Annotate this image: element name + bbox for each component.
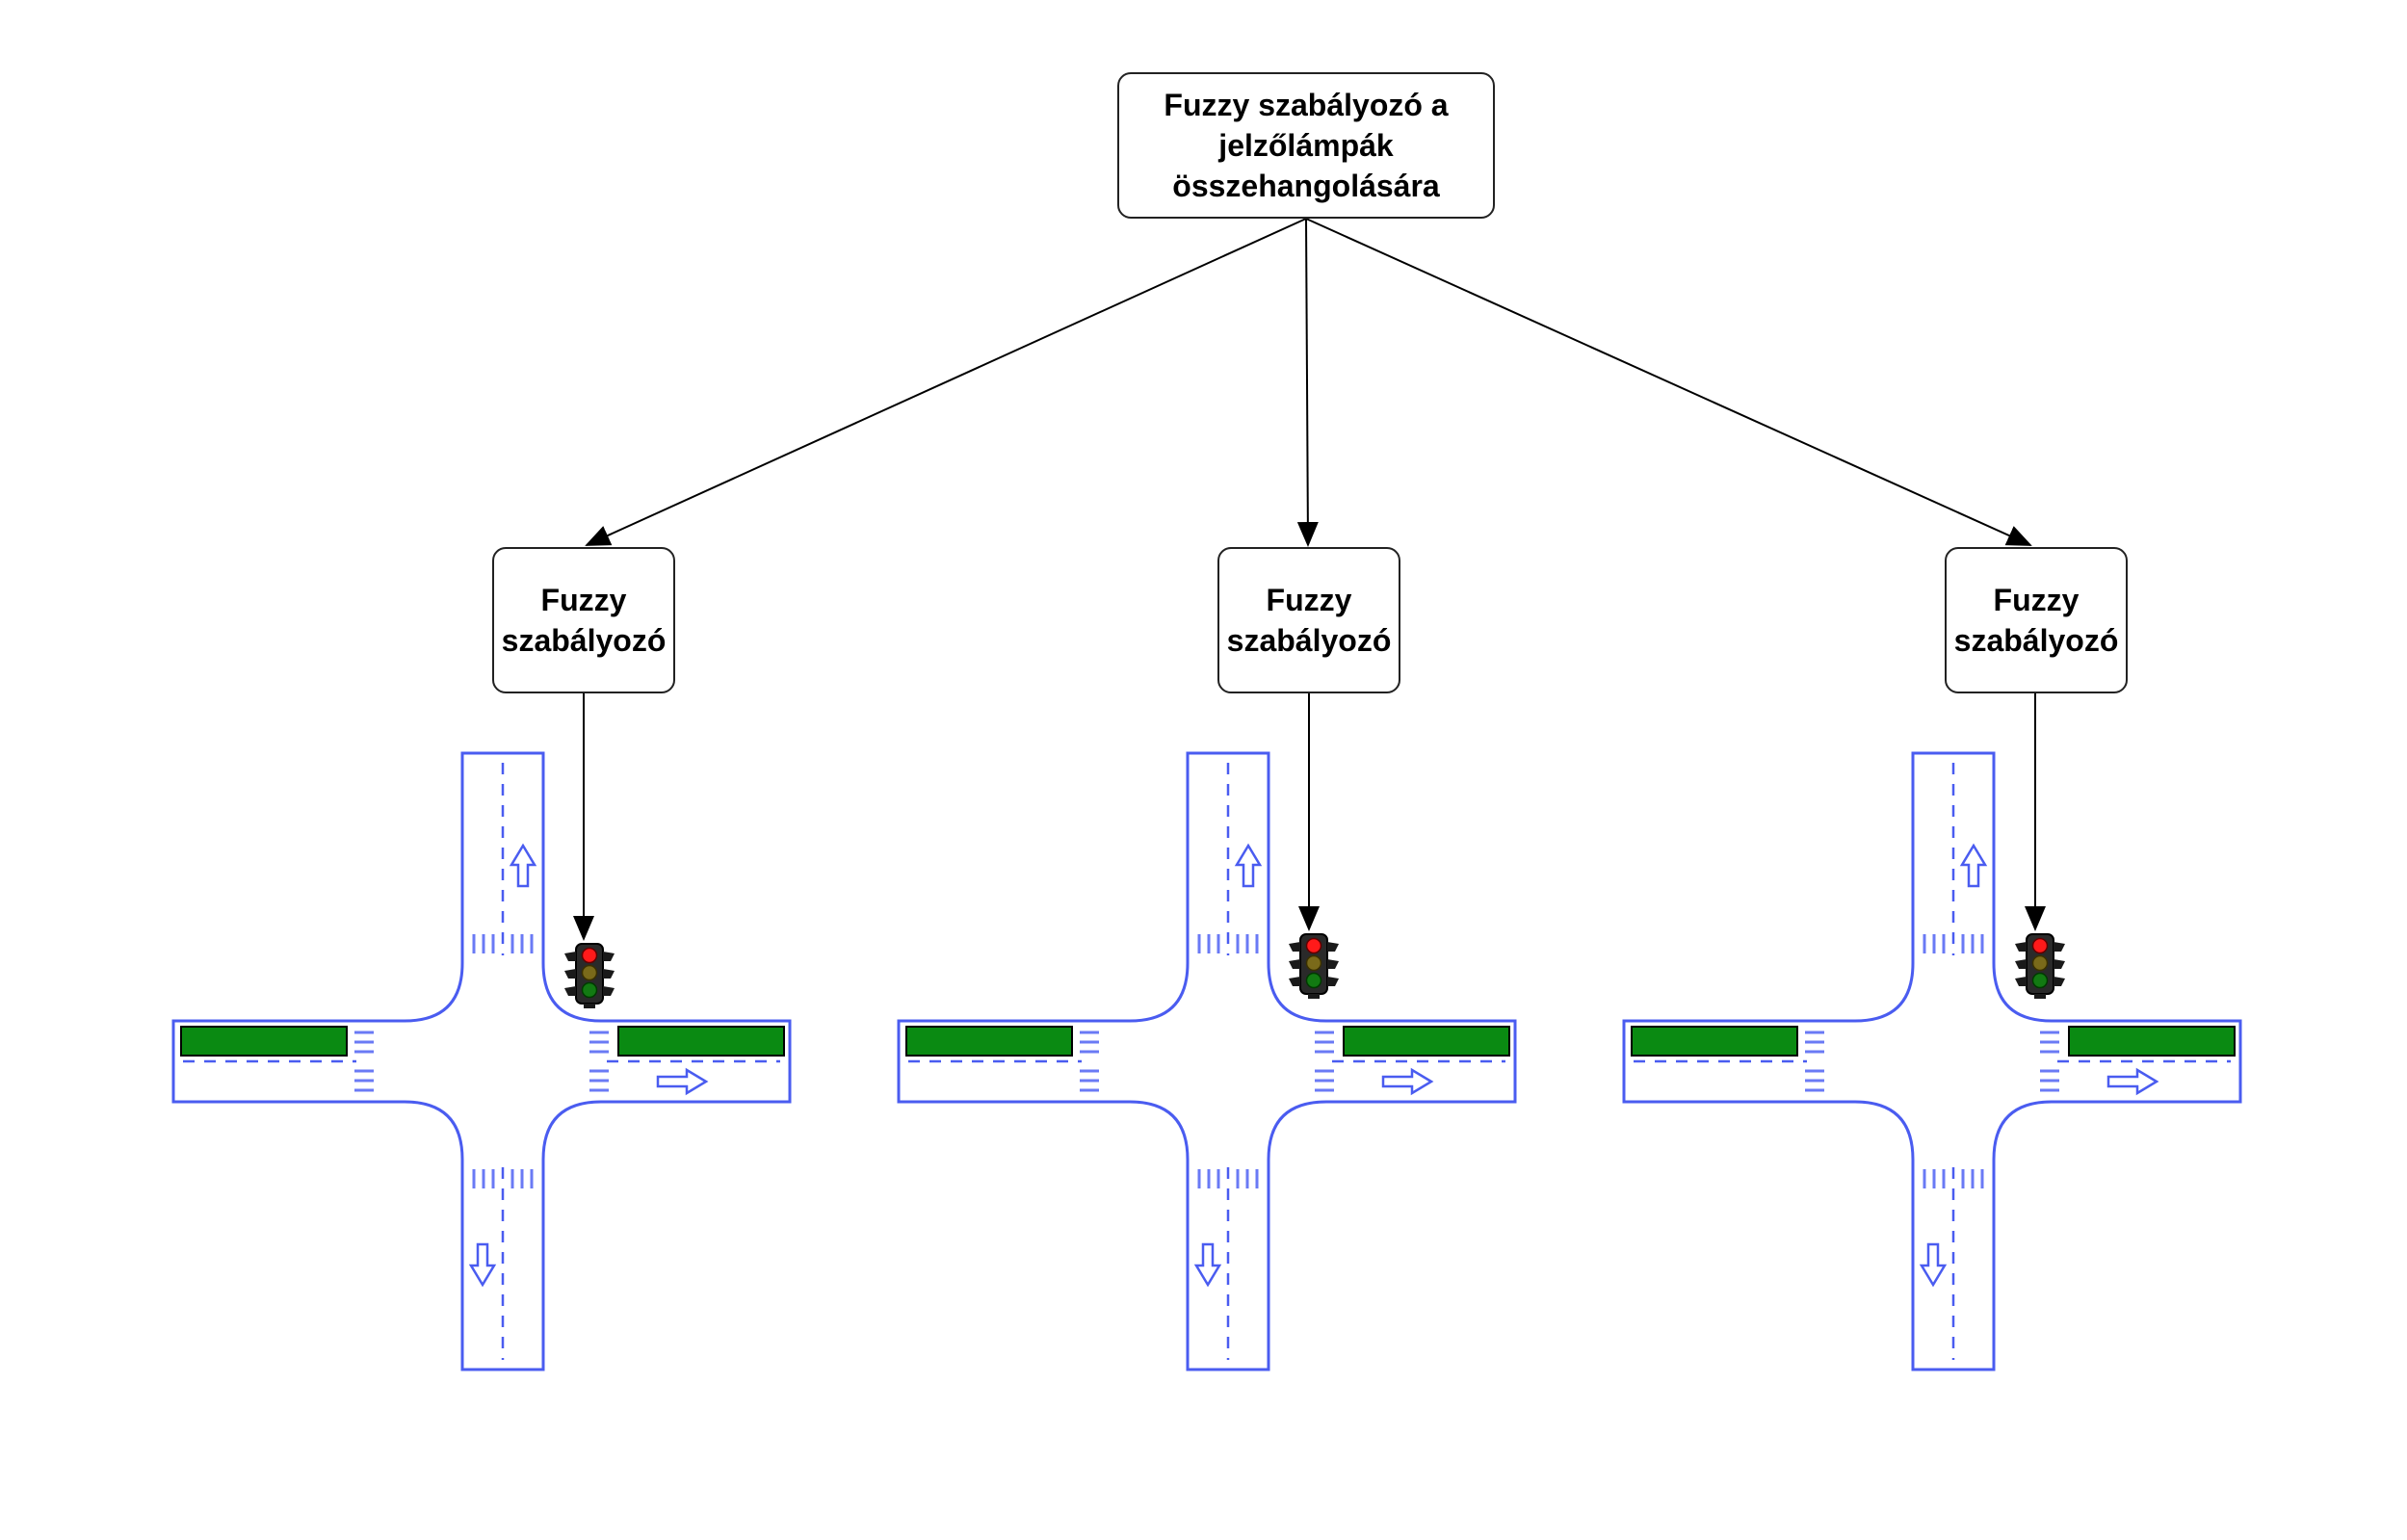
intersection-2 bbox=[897, 751, 1517, 1371]
controller-connectors bbox=[573, 693, 2046, 941]
green-bar-west bbox=[1631, 1026, 1798, 1057]
coordinator-node: Fuzzy szabályozó a jelzőlámpák összehang… bbox=[1117, 72, 1495, 219]
connector-top-to-controller-3 bbox=[1305, 218, 2032, 546]
controller-label-line: Fuzzy bbox=[1993, 583, 2080, 617]
controller-label-line: szabályozó bbox=[1226, 623, 1392, 658]
green-bar-east bbox=[617, 1026, 785, 1057]
green-bar-west bbox=[180, 1026, 348, 1057]
connector-top-to-controller-1 bbox=[585, 218, 1307, 546]
green-bar-east bbox=[1343, 1026, 1510, 1057]
intersection-3 bbox=[1622, 751, 2242, 1371]
connectors bbox=[585, 218, 2032, 547]
controller-node-2: Fuzzy szabályozó bbox=[1217, 547, 1400, 693]
green-bar-west bbox=[905, 1026, 1073, 1057]
intersection-1 bbox=[171, 751, 792, 1371]
connector-top-to-controller-2 bbox=[1296, 218, 1319, 547]
green-bar-east bbox=[2068, 1026, 2236, 1057]
coordinator-label-line: Fuzzy szabályozó a bbox=[1164, 88, 1449, 122]
controller-label-line: Fuzzy bbox=[1266, 583, 1352, 617]
coordinator-label-line: összehangolására bbox=[1172, 169, 1440, 203]
controller-label-line: szabályozó bbox=[501, 623, 667, 658]
controller-node-1: Fuzzy szabályozó bbox=[492, 547, 675, 693]
controller-label-line: Fuzzy bbox=[540, 583, 627, 617]
traffic-light-icon bbox=[563, 943, 615, 1009]
coordinator-label-line: jelzőlámpák bbox=[1218, 128, 1394, 163]
traffic-light-icon bbox=[1288, 933, 1340, 1000]
traffic-light-icon bbox=[2014, 933, 2066, 1000]
controller-label-line: szabályozó bbox=[1953, 623, 2119, 658]
controller-node-3: Fuzzy szabályozó bbox=[1945, 547, 2128, 693]
